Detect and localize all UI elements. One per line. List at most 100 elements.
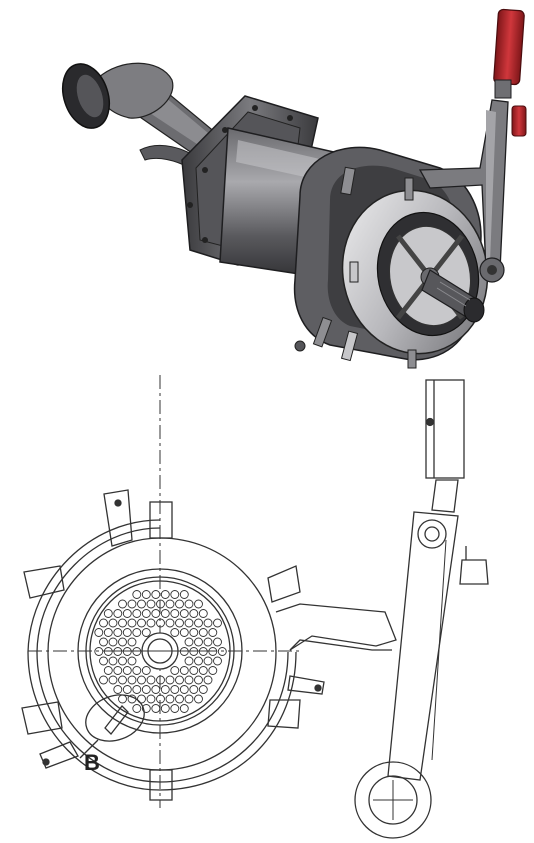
plate-hole bbox=[194, 599, 203, 609]
plate-hole bbox=[170, 685, 180, 694]
drive-shaft bbox=[421, 269, 485, 323]
plate-hole bbox=[108, 637, 118, 647]
plate-hole bbox=[118, 675, 127, 685]
lever-arm bbox=[418, 99, 509, 283]
plate-hole bbox=[103, 666, 113, 675]
plate-hole bbox=[165, 618, 175, 628]
plate-hole bbox=[118, 618, 127, 628]
plate-hole bbox=[160, 590, 170, 599]
plate-hole bbox=[118, 694, 127, 704]
plate-hole bbox=[213, 637, 222, 647]
plate-hole bbox=[132, 685, 142, 694]
plate-hole bbox=[141, 666, 151, 675]
plate-hole bbox=[179, 628, 189, 637]
plate-hole bbox=[160, 609, 170, 618]
plate-hole bbox=[94, 647, 104, 656]
plate-hole bbox=[203, 637, 213, 647]
plate-hole bbox=[137, 618, 146, 628]
plate-hole bbox=[170, 628, 180, 637]
plate-hole bbox=[208, 666, 218, 675]
plate-hole bbox=[127, 675, 137, 685]
plate-hole bbox=[184, 599, 194, 609]
plate-hole bbox=[213, 656, 222, 666]
plate-hole bbox=[146, 618, 156, 628]
plate-hole bbox=[122, 685, 132, 694]
plate-hole bbox=[137, 599, 146, 609]
plate-hole bbox=[108, 656, 118, 666]
plate-hole bbox=[132, 609, 142, 618]
plate-hole bbox=[189, 685, 199, 694]
plate-hole bbox=[151, 609, 161, 618]
plate-hole bbox=[165, 694, 175, 704]
plate-hole bbox=[141, 628, 151, 637]
detail-b-marker bbox=[79, 694, 145, 759]
plate-hole bbox=[175, 675, 184, 685]
line-drawing: B bbox=[21, 375, 489, 839]
plate-hole bbox=[151, 590, 161, 599]
plate-hole bbox=[99, 618, 108, 628]
red-handle bbox=[493, 8, 527, 137]
clamp-lugs bbox=[21, 489, 325, 801]
plate-hole bbox=[99, 637, 108, 647]
plate-hole bbox=[113, 609, 123, 618]
plate-hole bbox=[179, 666, 189, 675]
plate-hole bbox=[127, 637, 137, 647]
plate-hole bbox=[122, 628, 132, 637]
plate-hole bbox=[175, 694, 184, 704]
plate-hole bbox=[179, 590, 189, 599]
plate-hole bbox=[151, 704, 161, 713]
plate-hole bbox=[151, 685, 161, 694]
plate-hole bbox=[170, 704, 180, 713]
plate-hole bbox=[108, 618, 118, 628]
plate-hole bbox=[127, 599, 137, 609]
plate-hole bbox=[141, 609, 151, 618]
plate-hole bbox=[175, 618, 184, 628]
plate-hole bbox=[189, 628, 199, 637]
plate-hole bbox=[194, 637, 203, 647]
plate-hole bbox=[217, 647, 227, 656]
plate-hole bbox=[165, 675, 175, 685]
plate-hole bbox=[108, 675, 118, 685]
plate-hole bbox=[132, 590, 142, 599]
plate-hole bbox=[137, 675, 146, 685]
plate-hole bbox=[94, 628, 104, 637]
plate-hole bbox=[122, 609, 132, 618]
plate-hole bbox=[184, 675, 194, 685]
lever-drawing bbox=[354, 379, 489, 839]
plate-hole bbox=[203, 618, 213, 628]
plate-hole bbox=[213, 618, 222, 628]
plate-hole bbox=[203, 675, 213, 685]
plate-hole bbox=[194, 656, 203, 666]
perforated-plate bbox=[77, 568, 243, 734]
plate-holes bbox=[94, 590, 227, 713]
plate-hole bbox=[99, 675, 108, 685]
plate-hole bbox=[156, 694, 165, 704]
plate-hole bbox=[146, 675, 156, 685]
plate-hole bbox=[175, 599, 184, 609]
plate-hole bbox=[141, 704, 151, 713]
inlet-tube bbox=[61, 62, 223, 163]
plate-hole bbox=[189, 666, 199, 675]
plate-hole bbox=[137, 694, 146, 704]
plate-hole bbox=[179, 685, 189, 694]
machine-3d-render bbox=[61, 8, 527, 369]
plate-hole bbox=[118, 599, 127, 609]
plate-hole bbox=[198, 609, 208, 618]
plate-hole bbox=[122, 666, 132, 675]
plate-hole bbox=[165, 599, 175, 609]
plate-hole bbox=[127, 618, 137, 628]
plate-hole bbox=[194, 694, 203, 704]
plate-hole bbox=[184, 694, 194, 704]
plate-hole bbox=[156, 675, 165, 685]
plate-hole bbox=[184, 656, 194, 666]
plate-hole bbox=[113, 628, 123, 637]
plate-hole bbox=[170, 590, 180, 599]
detail-b-callout-label: B bbox=[84, 750, 100, 775]
plate-hole bbox=[184, 637, 194, 647]
plate-hole bbox=[179, 609, 189, 618]
plate-hole bbox=[146, 694, 156, 704]
plate-hole bbox=[103, 628, 113, 637]
plate-hole bbox=[198, 666, 208, 675]
plate-hole bbox=[198, 628, 208, 637]
